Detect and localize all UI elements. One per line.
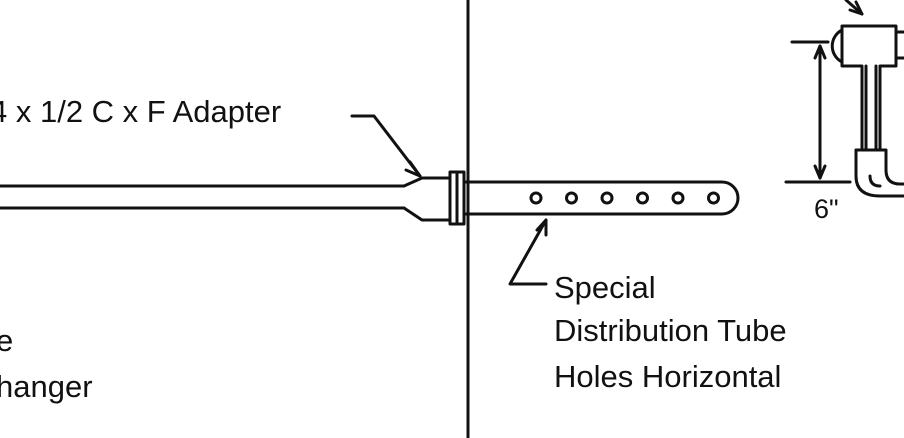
tube-holes [529, 191, 720, 205]
tube-label-line2: Distribution Tube [554, 313, 787, 348]
adapter-fitting [402, 170, 466, 226]
dimension-label: 6" [814, 194, 839, 224]
supply-pipe [0, 184, 406, 210]
distribution-tube [462, 180, 740, 216]
tube-label-line3: Holes Horizontal [554, 359, 782, 394]
adapter-arrowhead [404, 160, 422, 178]
left-label-line2: hanger [0, 369, 93, 404]
left-label-line1: e [0, 323, 14, 358]
adapter-leader [350, 114, 422, 178]
tube-leader [508, 218, 548, 286]
tube-hole [565, 191, 578, 205]
tube-arrowhead [535, 218, 548, 237]
tube-hole [707, 191, 720, 205]
tube-hole [600, 191, 614, 205]
adapter-label: 4 x 1/2 C x F Adapter [0, 94, 282, 129]
tube-label-line1: Special [554, 270, 656, 305]
tube-hole [529, 191, 543, 205]
tube-hole [671, 191, 685, 205]
elbow-detail [784, 0, 904, 198]
tube-hole [636, 191, 649, 205]
